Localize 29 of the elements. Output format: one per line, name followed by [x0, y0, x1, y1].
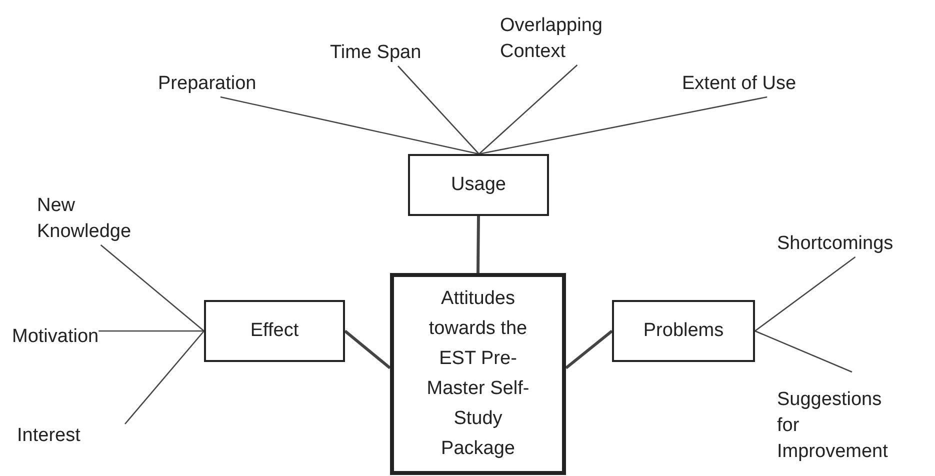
- subtopic-label: Time Span: [330, 41, 422, 65]
- box-label: Effect: [250, 320, 299, 342]
- subtopic-label: Interest: [17, 424, 80, 448]
- box-label: Problems: [643, 320, 724, 342]
- category-box: [408, 154, 549, 216]
- connector-line: [754, 330, 852, 373]
- box-label: Usage: [451, 174, 506, 196]
- connector-line: [220, 96, 480, 155]
- subtopic-label: Extent of Use: [682, 72, 796, 96]
- connector-line: [565, 330, 613, 370]
- category-box: [612, 300, 755, 362]
- connector-line: [398, 66, 480, 154]
- connector-line: [478, 64, 578, 154]
- topic-box: [390, 273, 566, 475]
- connector-line: [754, 256, 856, 332]
- connector-line: [344, 330, 391, 370]
- connector-line: [478, 96, 768, 155]
- subtopic-label: Preparation: [158, 72, 256, 96]
- box-label: Attitudes towards the EST Pre-Master Self-Study Package: [426, 287, 530, 461]
- connector-line: [476, 216, 480, 274]
- connector-line: [124, 330, 204, 424]
- connector-line: [100, 244, 204, 332]
- category-box: [204, 300, 345, 362]
- subtopic-label: Overlapping Context: [500, 14, 604, 64]
- subtopic-label: New Knowledge: [37, 194, 132, 244]
- subtopic-label: Motivation: [12, 325, 99, 349]
- subtopic-label: Shortcomings: [777, 232, 894, 256]
- subtopic-label: Suggestions for Improvement: [777, 388, 888, 464]
- connector-line: [98, 330, 204, 332]
